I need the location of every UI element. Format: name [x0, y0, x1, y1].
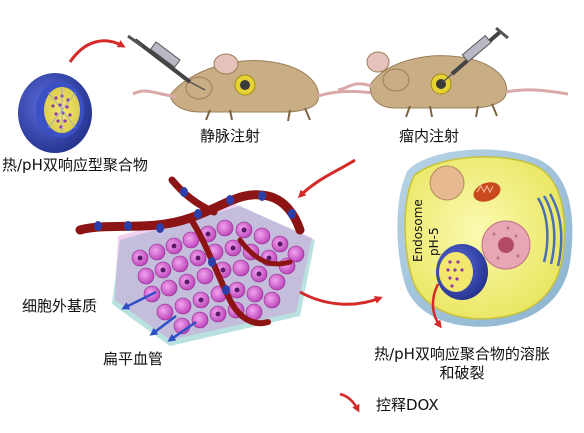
nanoparticle-label: 热/pH双响应型聚合物 — [2, 156, 148, 174]
arrow-to-cell — [299, 290, 383, 306]
tumor-tissue — [75, 176, 315, 346]
golgi — [536, 193, 563, 267]
endosome-label: Endosome — [411, 199, 425, 262]
syringe-it — [442, 26, 509, 83]
swelling-label-line2: 和破裂 — [439, 364, 485, 382]
ecm-label: 细胞外基质 — [22, 297, 98, 315]
mouse-iv — [132, 53, 396, 122]
syringe-iv — [127, 34, 206, 91]
tissue-cells — [131, 219, 305, 335]
legend-arrow-icon — [339, 392, 360, 413]
arrow-to-injection — [68, 39, 126, 63]
ph-label: pH-5 — [427, 227, 441, 256]
dox-release-arrow — [431, 283, 442, 329]
iv-injection-label: 静脉注射 — [200, 127, 261, 145]
swelling-label-line1: 热/pH双响应聚合物的溶胀 — [374, 345, 550, 363]
nucleus — [481, 220, 531, 270]
mitochondrion — [473, 182, 501, 202]
tumor-cell: Endosome pH-5 — [397, 149, 573, 329]
arrow-to-tissue — [297, 158, 356, 199]
polymer-nanoparticle — [18, 73, 92, 153]
organelle-round — [429, 165, 465, 201]
it-injection-label: 瘤内注射 — [399, 127, 460, 145]
mouse-it — [337, 51, 569, 118]
extravasation-arrows — [121, 290, 197, 342]
endosome — [436, 244, 488, 300]
flat-vessel-label: 扁平血管 — [103, 350, 164, 368]
legend-release-label: 控释DOX — [376, 396, 439, 414]
